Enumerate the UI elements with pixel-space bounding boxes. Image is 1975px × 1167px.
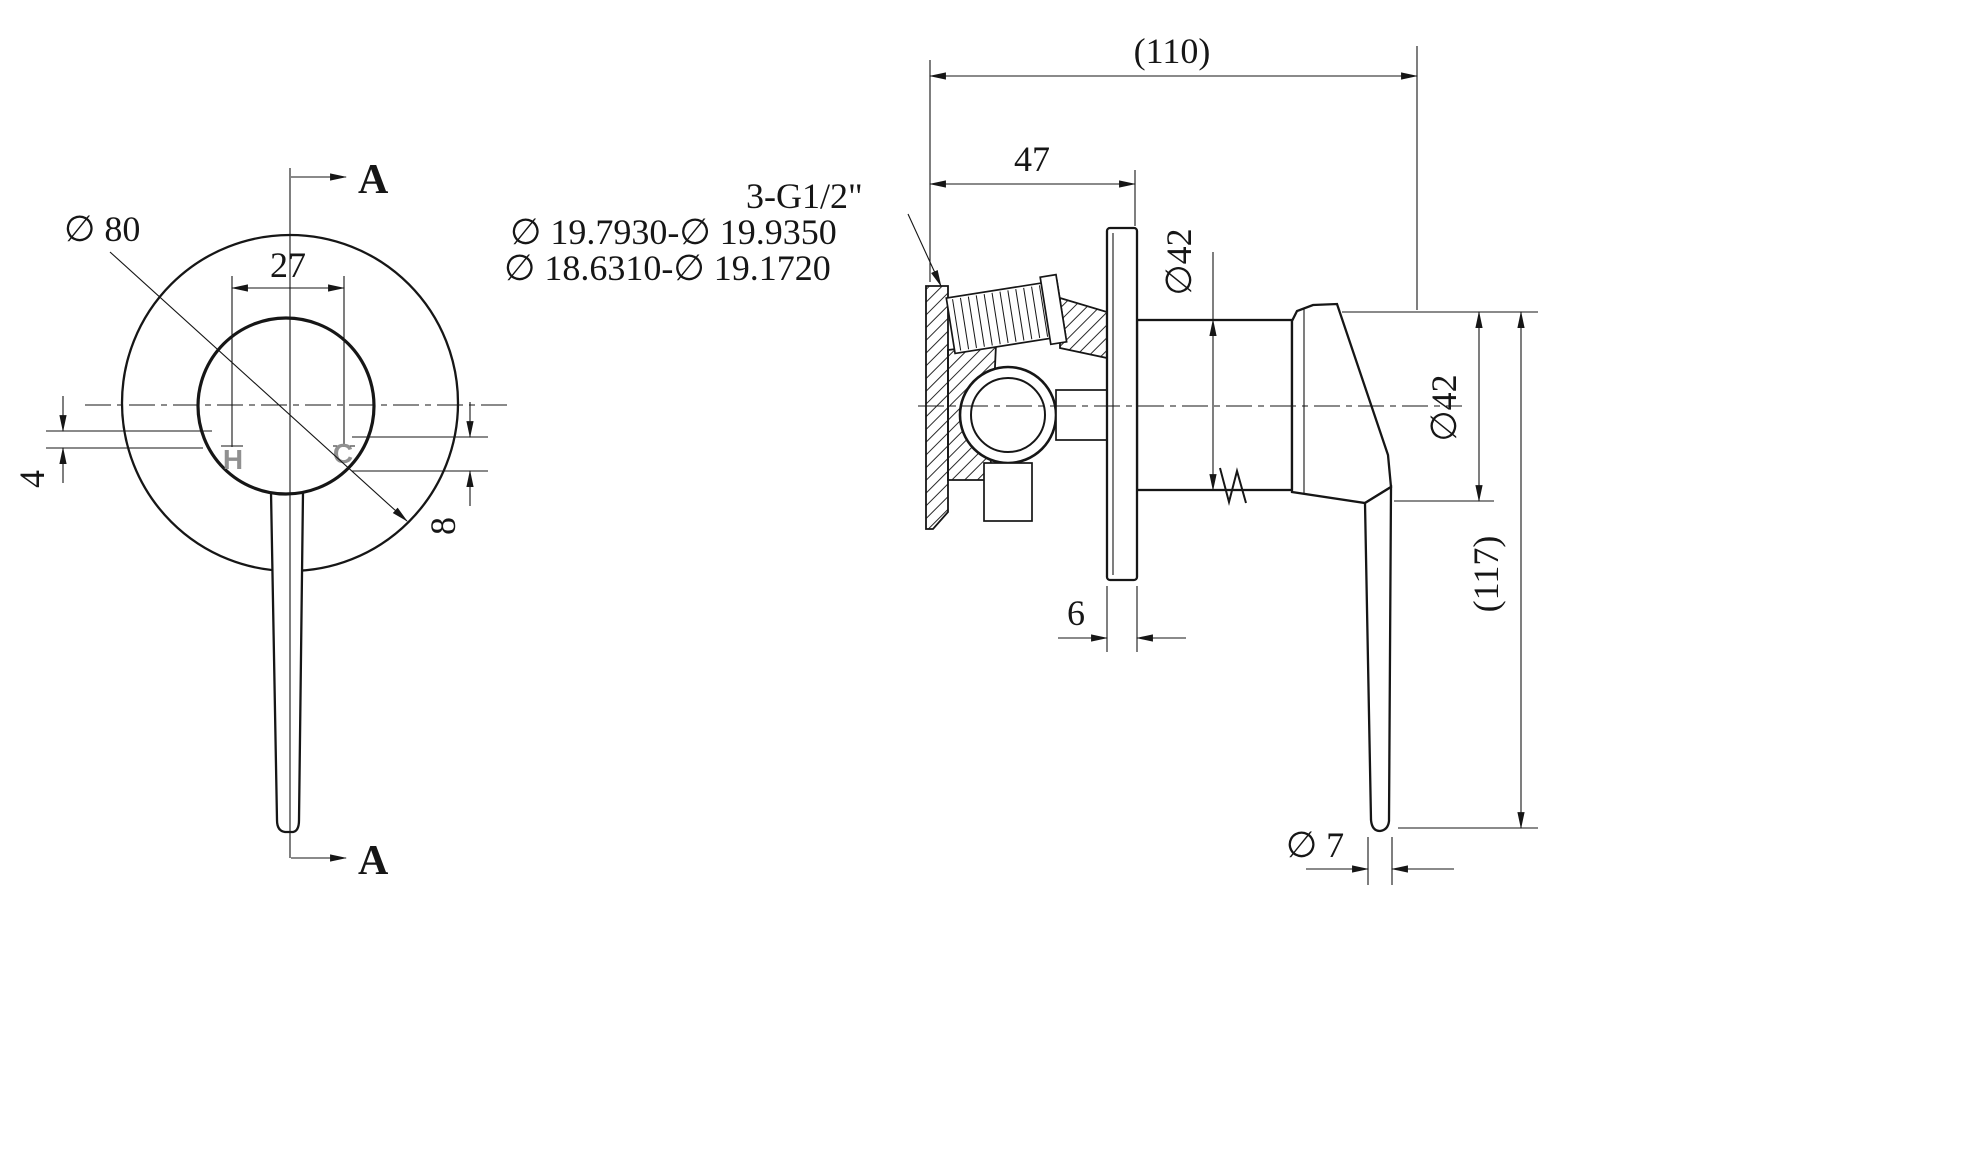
mounting-bracket-section [925, 285, 949, 530]
dim-text-47: 47 [1014, 139, 1050, 179]
handle-lever-front [269, 490, 305, 834]
dim-overall-depth: (110) [928, 31, 1419, 310]
mixer-body-barrel [1135, 318, 1294, 492]
callouts: 3-G1/2" ∅ 19.7930-∅ 19.9350 ∅ 18.6310-∅ … [504, 176, 942, 288]
dim-text-27: 27 [270, 245, 306, 285]
dim-text-8: 8 [423, 517, 463, 535]
dim-handle-drop: (117) [1398, 310, 1538, 830]
thread-lines [952, 285, 1049, 351]
dim-body-diameter: ∅42 [1159, 228, 1217, 492]
valve-body-section-right [1059, 296, 1108, 360]
hot-port-label: H [223, 444, 243, 475]
section-arrow-bottom: A [291, 838, 389, 884]
cold-port-label: C [333, 438, 353, 469]
wall-plate-side [1105, 226, 1139, 582]
handle-lever-side [1363, 484, 1393, 833]
brand-mark [1219, 467, 1247, 506]
bore-tolerance-text-2: ∅ 18.6310-∅ 19.1720 [504, 248, 831, 288]
dim-rough-in-depth: 47 [928, 139, 1137, 226]
handle-base-circle [196, 316, 376, 496]
dim-text-4: 4 [12, 470, 52, 488]
dim-port-spacing: 27 [221, 245, 355, 447]
thread-spec-leader [907, 213, 942, 287]
dim-offset-8: 8 [352, 402, 488, 535]
bore-tolerance-text-1: ∅ 19.7930-∅ 19.9350 [510, 212, 837, 252]
section-label-bottom: A [358, 838, 389, 884]
handle-cap-side [1290, 302, 1393, 505]
dim-text-6: 6 [1067, 593, 1085, 633]
threaded-inlet [945, 273, 1068, 355]
dim-text-117: (117) [1466, 536, 1506, 613]
section-arrow-top: A [291, 157, 389, 203]
front-view: 27 H C 4 8 ∅ 80 A [12, 157, 512, 884]
dim-text-body-42: ∅42 [1159, 228, 1199, 295]
dim-lever-diameter: ∅ 7 [1286, 825, 1454, 885]
bottom-outlet-port [983, 462, 1033, 522]
section-label-top: A [358, 157, 389, 203]
dim-plate-diameter: ∅ 80 [64, 209, 408, 522]
dim-text-110: (110) [1134, 31, 1211, 71]
dim-text-7: ∅ 7 [1286, 825, 1344, 865]
dim-plate-thickness: 6 [1058, 586, 1186, 652]
side-view: (110) 47 ∅42 ∅42 (117) [918, 31, 1538, 885]
dim-handle-base-diameter: ∅42 [1342, 310, 1538, 503]
valve-stem [1055, 389, 1108, 441]
dim-offset-4: 4 [12, 396, 212, 488]
dim-text-handle-42: ∅42 [1424, 374, 1464, 441]
thread-spec-text: 3-G1/2" [746, 176, 863, 216]
cartridge-bore-inner-circle [970, 377, 1046, 453]
dim-text-diameter-80: ∅ 80 [64, 209, 140, 249]
